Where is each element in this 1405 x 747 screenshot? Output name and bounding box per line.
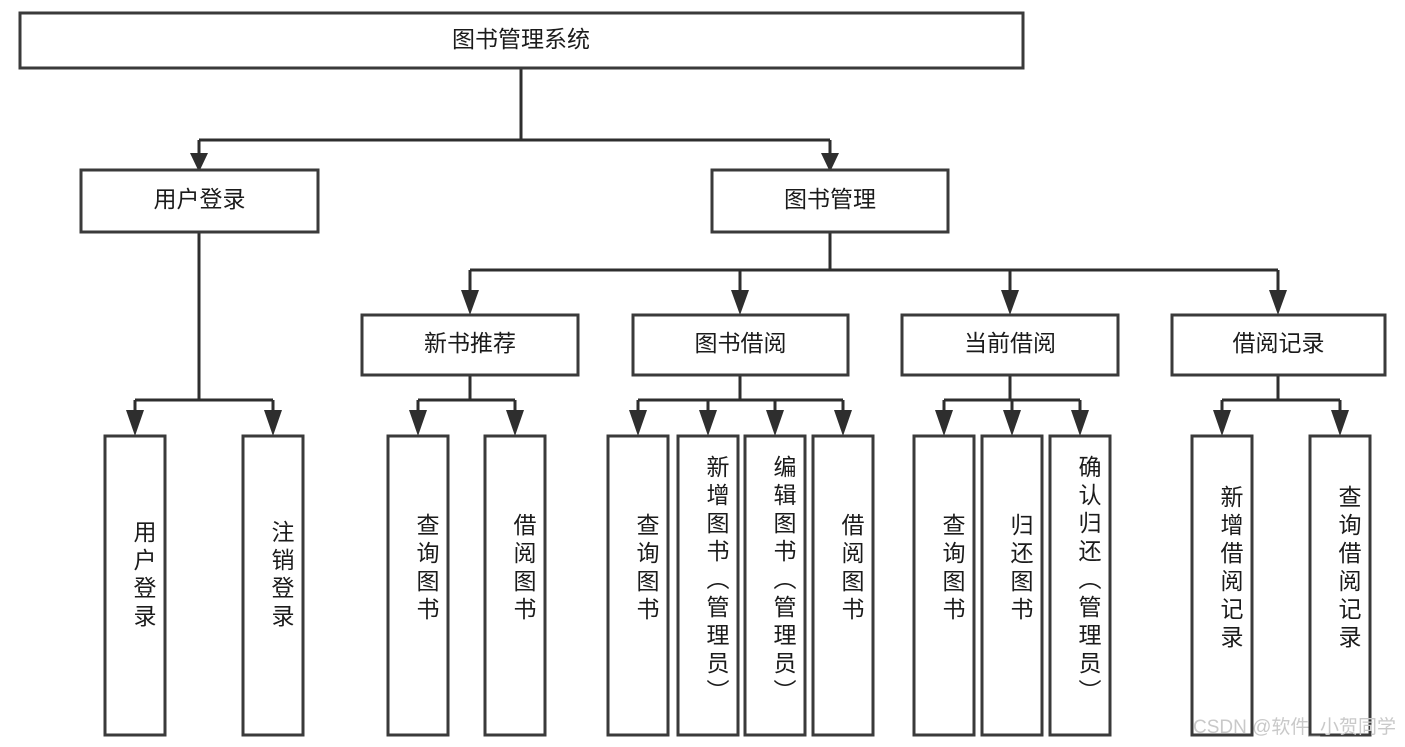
node-leaf-borrow-book-recommend-label: 借阅图书 bbox=[510, 513, 537, 625]
node-leaf-add-borrow-record[interactable]: 新增借阅记录 bbox=[1190, 434, 1254, 737]
node-current-borrow-label: 当前借阅 bbox=[964, 330, 1056, 356]
node-leaf-borrow-book-label: 借阅图书 bbox=[838, 513, 865, 625]
node-leaf-borrow-book-recommend-box[interactable] bbox=[483, 434, 547, 737]
arrow-head-leaf-confirm-return bbox=[1071, 410, 1089, 436]
node-leaf-confirm-return-box[interactable] bbox=[1048, 434, 1112, 737]
arrow-head-leaf-edit-book bbox=[766, 410, 784, 436]
node-current-borrow[interactable]: 当前借阅 bbox=[900, 313, 1120, 377]
node-leaf-add-book-label: 新增图书（管理员） bbox=[703, 455, 730, 707]
node-leaf-query-book-current[interactable]: 查询图书 bbox=[912, 434, 976, 737]
node-leaf-user-login[interactable]: 用户登录 bbox=[103, 434, 167, 737]
node-user-login-label: 用户登录 bbox=[154, 186, 246, 212]
arrow-head-leaf-borrow-book-recommend bbox=[506, 410, 524, 436]
node-book-borrow-label: 图书借阅 bbox=[695, 330, 787, 356]
node-book-borrow[interactable]: 图书借阅 bbox=[631, 313, 850, 377]
leaf-layer: 用户登录 注销登录 查询图书 借阅图书 查询图书 新增图书（管理员） 编辑图书（… bbox=[103, 434, 1372, 737]
arrow-head-leaf-query-book-current bbox=[935, 410, 953, 436]
node-leaf-query-book-borrow-box[interactable] bbox=[606, 434, 670, 737]
node-root[interactable]: 图书管理系统 bbox=[18, 11, 1025, 70]
arrow-head-book-manage bbox=[821, 153, 839, 172]
node-leaf-add-book[interactable]: 新增图书（管理员） bbox=[676, 434, 740, 737]
node-leaf-user-login-box[interactable] bbox=[103, 434, 167, 737]
node-leaf-query-borrow-record-label: 查询借阅记录 bbox=[1335, 485, 1362, 653]
node-leaf-query-book-borrow-label: 查询图书 bbox=[633, 513, 660, 625]
arrow-head-leaf-add-book bbox=[699, 410, 717, 436]
watermark-label: CSDN @软件_小贺同学 bbox=[1193, 716, 1396, 738]
node-current-borrow-box[interactable] bbox=[900, 313, 1120, 377]
node-leaf-add-book-box[interactable] bbox=[676, 434, 740, 737]
node-leaf-query-book-recommend-box[interactable] bbox=[386, 434, 450, 737]
arrow-head-user-login bbox=[190, 153, 208, 172]
node-leaf-confirm-return-label: 确认归还（管理员） bbox=[1075, 455, 1102, 707]
node-borrow-record[interactable]: 借阅记录 bbox=[1170, 313, 1387, 377]
node-leaf-query-book-borrow[interactable]: 查询图书 bbox=[606, 434, 670, 737]
arrow-head-leaf-logout bbox=[264, 410, 282, 436]
node-leaf-query-book-current-box[interactable] bbox=[912, 434, 976, 737]
arrow-head-leaf-add-borrow-record bbox=[1213, 410, 1231, 436]
node-leaf-return-book[interactable]: 归还图书 bbox=[980, 434, 1044, 737]
node-user-login-box[interactable] bbox=[79, 168, 320, 234]
node-book-manage-box[interactable] bbox=[710, 168, 950, 234]
node-leaf-query-book-recommend-label: 查询图书 bbox=[413, 513, 440, 625]
arrow-head-leaf-query-book-recommend bbox=[409, 410, 427, 436]
node-leaf-confirm-return[interactable]: 确认归还（管理员） bbox=[1048, 434, 1112, 737]
node-leaf-user-login-label: 用户登录 bbox=[130, 520, 157, 632]
node-book-manage-label: 图书管理 bbox=[784, 186, 876, 212]
node-leaf-query-borrow-record-box[interactable] bbox=[1308, 434, 1372, 737]
node-leaf-edit-book[interactable]: 编辑图书（管理员） bbox=[743, 434, 807, 737]
node-leaf-logout-box[interactable] bbox=[241, 434, 305, 737]
node-leaf-edit-book-box[interactable] bbox=[743, 434, 807, 737]
node-new-book-recommend-box[interactable] bbox=[360, 313, 580, 377]
node-book-manage[interactable]: 图书管理 bbox=[710, 168, 950, 234]
arrow-head-current-borrow bbox=[1001, 290, 1019, 315]
node-root-box[interactable] bbox=[18, 11, 1025, 70]
node-book-borrow-box[interactable] bbox=[631, 313, 850, 377]
arrow-head-leaf-return-book bbox=[1003, 410, 1021, 436]
node-leaf-query-borrow-record[interactable]: 查询借阅记录 bbox=[1308, 434, 1372, 737]
node-user-login[interactable]: 用户登录 bbox=[79, 168, 320, 234]
node-new-book-recommend-label: 新书推荐 bbox=[424, 330, 516, 356]
arrow-head-leaf-borrow-book bbox=[834, 410, 852, 436]
node-leaf-logout-label: 注销登录 bbox=[268, 520, 295, 632]
node-new-book-recommend[interactable]: 新书推荐 bbox=[360, 313, 580, 377]
edge-layer bbox=[126, 68, 1349, 436]
arrow-head-leaf-query-borrow-record bbox=[1331, 410, 1349, 436]
node-leaf-borrow-book-recommend[interactable]: 借阅图书 bbox=[483, 434, 547, 737]
node-leaf-add-borrow-record-box[interactable] bbox=[1190, 434, 1254, 737]
node-leaf-query-book-current-label: 查询图书 bbox=[939, 513, 966, 625]
arrow-head-borrow-record bbox=[1269, 290, 1287, 315]
node-leaf-return-book-label: 归还图书 bbox=[1007, 513, 1034, 625]
arrow-head-book-borrow bbox=[731, 290, 749, 315]
arrow-head-leaf-query-book-borrow bbox=[629, 410, 647, 436]
arrow-head-leaf-user-login bbox=[126, 410, 144, 436]
node-root-label: 图书管理系统 bbox=[452, 26, 590, 52]
node-leaf-edit-book-label: 编辑图书（管理员） bbox=[770, 455, 797, 707]
node-borrow-record-label: 借阅记录 bbox=[1233, 330, 1325, 356]
node-borrow-record-box[interactable] bbox=[1170, 313, 1387, 377]
node-leaf-add-borrow-record-label: 新增借阅记录 bbox=[1217, 485, 1244, 653]
node-leaf-return-book-box[interactable] bbox=[980, 434, 1044, 737]
node-leaf-logout[interactable]: 注销登录 bbox=[241, 434, 305, 737]
arrow-head-new-book-recommend bbox=[461, 290, 479, 315]
node-leaf-borrow-book[interactable]: 借阅图书 bbox=[811, 434, 875, 737]
node-leaf-borrow-book-box[interactable] bbox=[811, 434, 875, 737]
node-leaf-query-book-recommend[interactable]: 查询图书 bbox=[386, 434, 450, 737]
